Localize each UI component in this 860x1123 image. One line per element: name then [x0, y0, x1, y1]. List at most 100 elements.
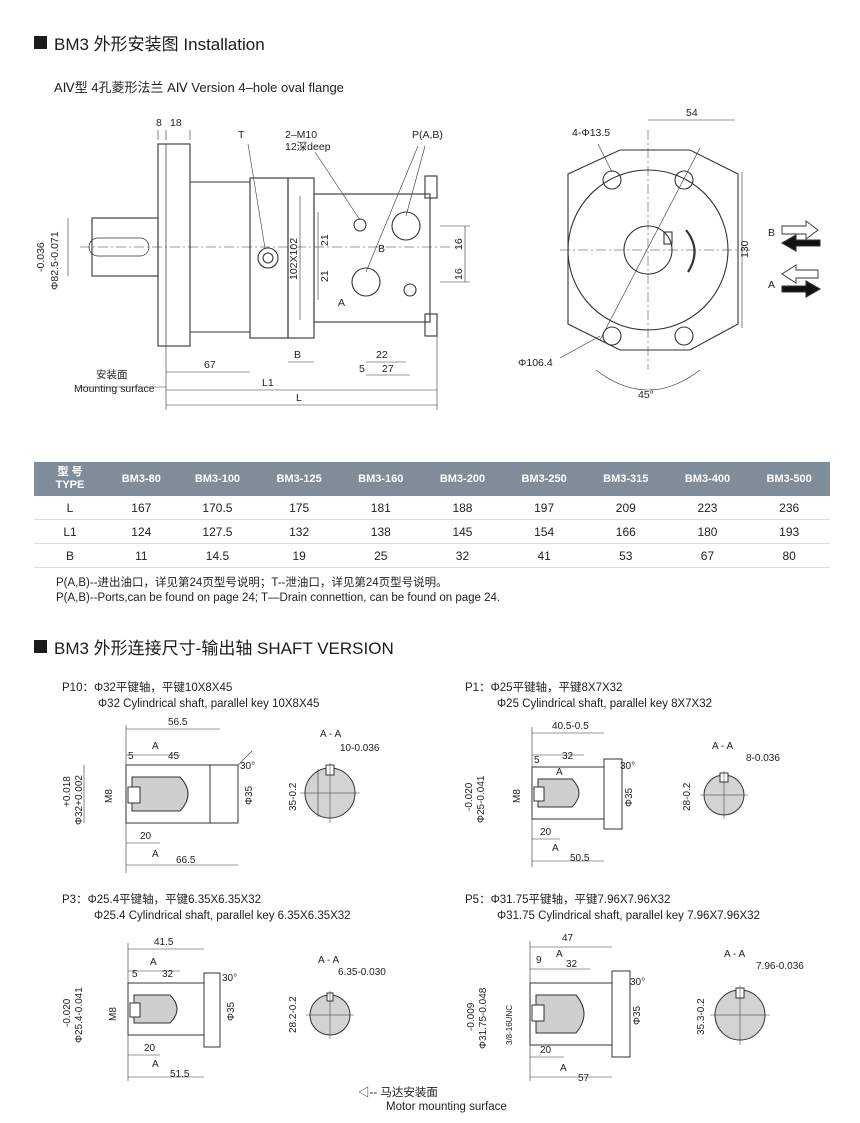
table-cell: 127.5: [176, 519, 259, 544]
model-header: BM3-160: [339, 462, 422, 496]
dim-label: -0.009: [466, 1002, 477, 1031]
section-mark: A: [150, 957, 157, 968]
row-label: L: [34, 496, 106, 520]
table-row: L1 124 127.5 132 138 145 154 166 180 193: [34, 519, 830, 544]
dim-label: 5: [132, 969, 138, 980]
caption-line-cn: P3：Φ25.4平键轴，平键6.35X6.35X32: [62, 894, 262, 906]
port-label: B: [378, 243, 385, 255]
caption-line-en: Φ25.4 Cylindrical shaft, parallel key 6.…: [94, 910, 351, 922]
flow-label: A: [768, 279, 775, 291]
dim-label: 30°: [620, 761, 635, 772]
dim-label: Φ31.75-0.048: [478, 987, 489, 1049]
dim-label: Φ35: [632, 1005, 643, 1025]
model-header: BM3-500: [748, 462, 830, 496]
dim-label: 47: [562, 933, 574, 944]
section-mark: A: [152, 849, 159, 860]
dim-label: 30°: [240, 761, 255, 772]
dim-label: +0.018: [62, 776, 73, 807]
dim-label: Φ106.4: [518, 357, 553, 369]
table-cell: 53: [584, 543, 667, 568]
dim-label: 102X102: [288, 238, 300, 280]
shaft-drawings: 56.5 5 A 45 30° +0.018 Φ32+0.002 M8 Φ35 …: [62, 717, 804, 1084]
model-header: BM3-80: [106, 462, 177, 496]
dim-label: 5: [534, 755, 540, 766]
section-mark: A: [552, 843, 559, 854]
dim-label: 20: [140, 831, 152, 842]
port-label: A: [338, 297, 345, 309]
shaft-caption-p5: P5：Φ31.75平键轴，平键7.96X7.96X32 Φ31.75 Cylin…: [465, 892, 760, 924]
table-cell: 14.5: [176, 543, 259, 568]
dimension-table: 型 号 TYPE BM3-80 BM3-100 BM3-125 BM3-160 …: [34, 462, 830, 568]
table-cell: 181: [339, 496, 422, 520]
port-note-cn: P(A,B)--进出油口，详见第24页型号说明；T--泄油口，详见第24页型号说…: [56, 577, 448, 589]
row-label: B: [34, 543, 106, 568]
section-title: A - A: [320, 729, 341, 740]
table-cell: 175: [258, 496, 340, 520]
dim-label: 20: [540, 827, 552, 838]
table-cell: 166: [584, 519, 667, 544]
dim-label: 22: [376, 349, 388, 361]
valve-housing: [313, 193, 431, 323]
dim-label: 10-0.036: [340, 743, 380, 754]
section-square-icon: [34, 36, 47, 49]
table-cell: 197: [503, 496, 585, 520]
flange-front-view: [559, 119, 750, 391]
dim-label: -0.020: [464, 782, 475, 811]
mounting-flange: [157, 143, 191, 347]
table-cell: 124: [106, 519, 177, 544]
port-B: [391, 211, 421, 241]
dim-label: 18: [170, 117, 182, 129]
table-cell: 170.5: [176, 496, 259, 520]
table-cell: 32: [421, 543, 504, 568]
caption-line-en: Φ32 Cylindrical shaft, parallel key 10X8…: [98, 698, 320, 710]
port-notes: P(A,B)--进出油口，详见第24页型号说明；T--泄油口，详见第24页型号说…: [56, 576, 500, 606]
dim-label: 8: [156, 117, 162, 129]
model-header: BM3-200: [421, 462, 504, 496]
dim-label: M8: [104, 789, 115, 803]
table-cell: 209: [584, 496, 667, 520]
caption-line-en: Φ31.75 Cylindrical shaft, parallel key 7…: [497, 910, 760, 922]
dim-label: 56.5: [168, 717, 188, 728]
section-mark: A: [560, 1063, 567, 1074]
port-label: P(A,B): [412, 129, 443, 141]
dim-label: 45: [168, 751, 180, 762]
table-cell: 236: [748, 496, 830, 520]
dim-label: 30°: [222, 973, 237, 984]
flow-label: B: [768, 227, 775, 239]
type-header-en: TYPE: [55, 479, 85, 491]
table-cell: 80: [748, 543, 830, 568]
dim-label: 9: [536, 955, 542, 966]
model-header: BM3-125: [258, 462, 340, 496]
mounting-label: 安装面: [96, 368, 128, 381]
installation-drawing: 8 18 T 2–M10 12深deep P(A,B) -0.036 Φ82.5…: [35, 107, 822, 410]
dim-label: 20: [540, 1045, 552, 1056]
dim-label: 5: [359, 363, 365, 375]
flange-caption: AⅣ型 4孔菱形法兰 AⅣ Version 4–hole oval flange: [54, 80, 344, 95]
model-header: BM3-100: [176, 462, 259, 496]
dim-label: -0.020: [62, 998, 73, 1027]
dim-label: 16: [453, 268, 465, 280]
flow-out-arrow-icon: [781, 264, 819, 284]
dim-label: 51.5: [170, 1069, 190, 1080]
shaft-p3-drawing: 41.5 5 A 32 30° -0.020 Φ25.4-0.041 M8 Φ3…: [62, 937, 386, 1081]
dim-label: 3/8-16UNC: [505, 1005, 514, 1045]
table-cell: 193: [748, 519, 830, 544]
shaft-p5-drawing: 47 9 A 32 30° -0.009 Φ31.75-0.048 3/8-16…: [466, 933, 804, 1084]
dim-label: 28-0.2: [682, 782, 693, 811]
installation-heading: BM3 外形安装图 Installation: [34, 30, 265, 55]
dim-label: 12深deep: [285, 141, 331, 153]
model-header: BM3-315: [584, 462, 667, 496]
dim-label: 54: [686, 107, 698, 119]
legend-cn: ◁-- 马达安装面: [358, 1087, 438, 1099]
dim-label: 32: [566, 959, 578, 970]
table-cell: 11: [106, 543, 177, 568]
dim-label: 7.96-0.036: [756, 961, 804, 972]
section-mark: A: [556, 767, 563, 778]
dim-label: M8: [512, 789, 523, 803]
flow-in-arrow-icon: [781, 280, 822, 298]
type-header: 型 号 TYPE: [34, 462, 106, 496]
port-A: [351, 267, 381, 297]
port-note-en: P(A,B)--Ports,can be found on page 24; T…: [56, 592, 501, 604]
dim-label: L: [296, 392, 302, 404]
dim-label: 16: [453, 238, 465, 250]
